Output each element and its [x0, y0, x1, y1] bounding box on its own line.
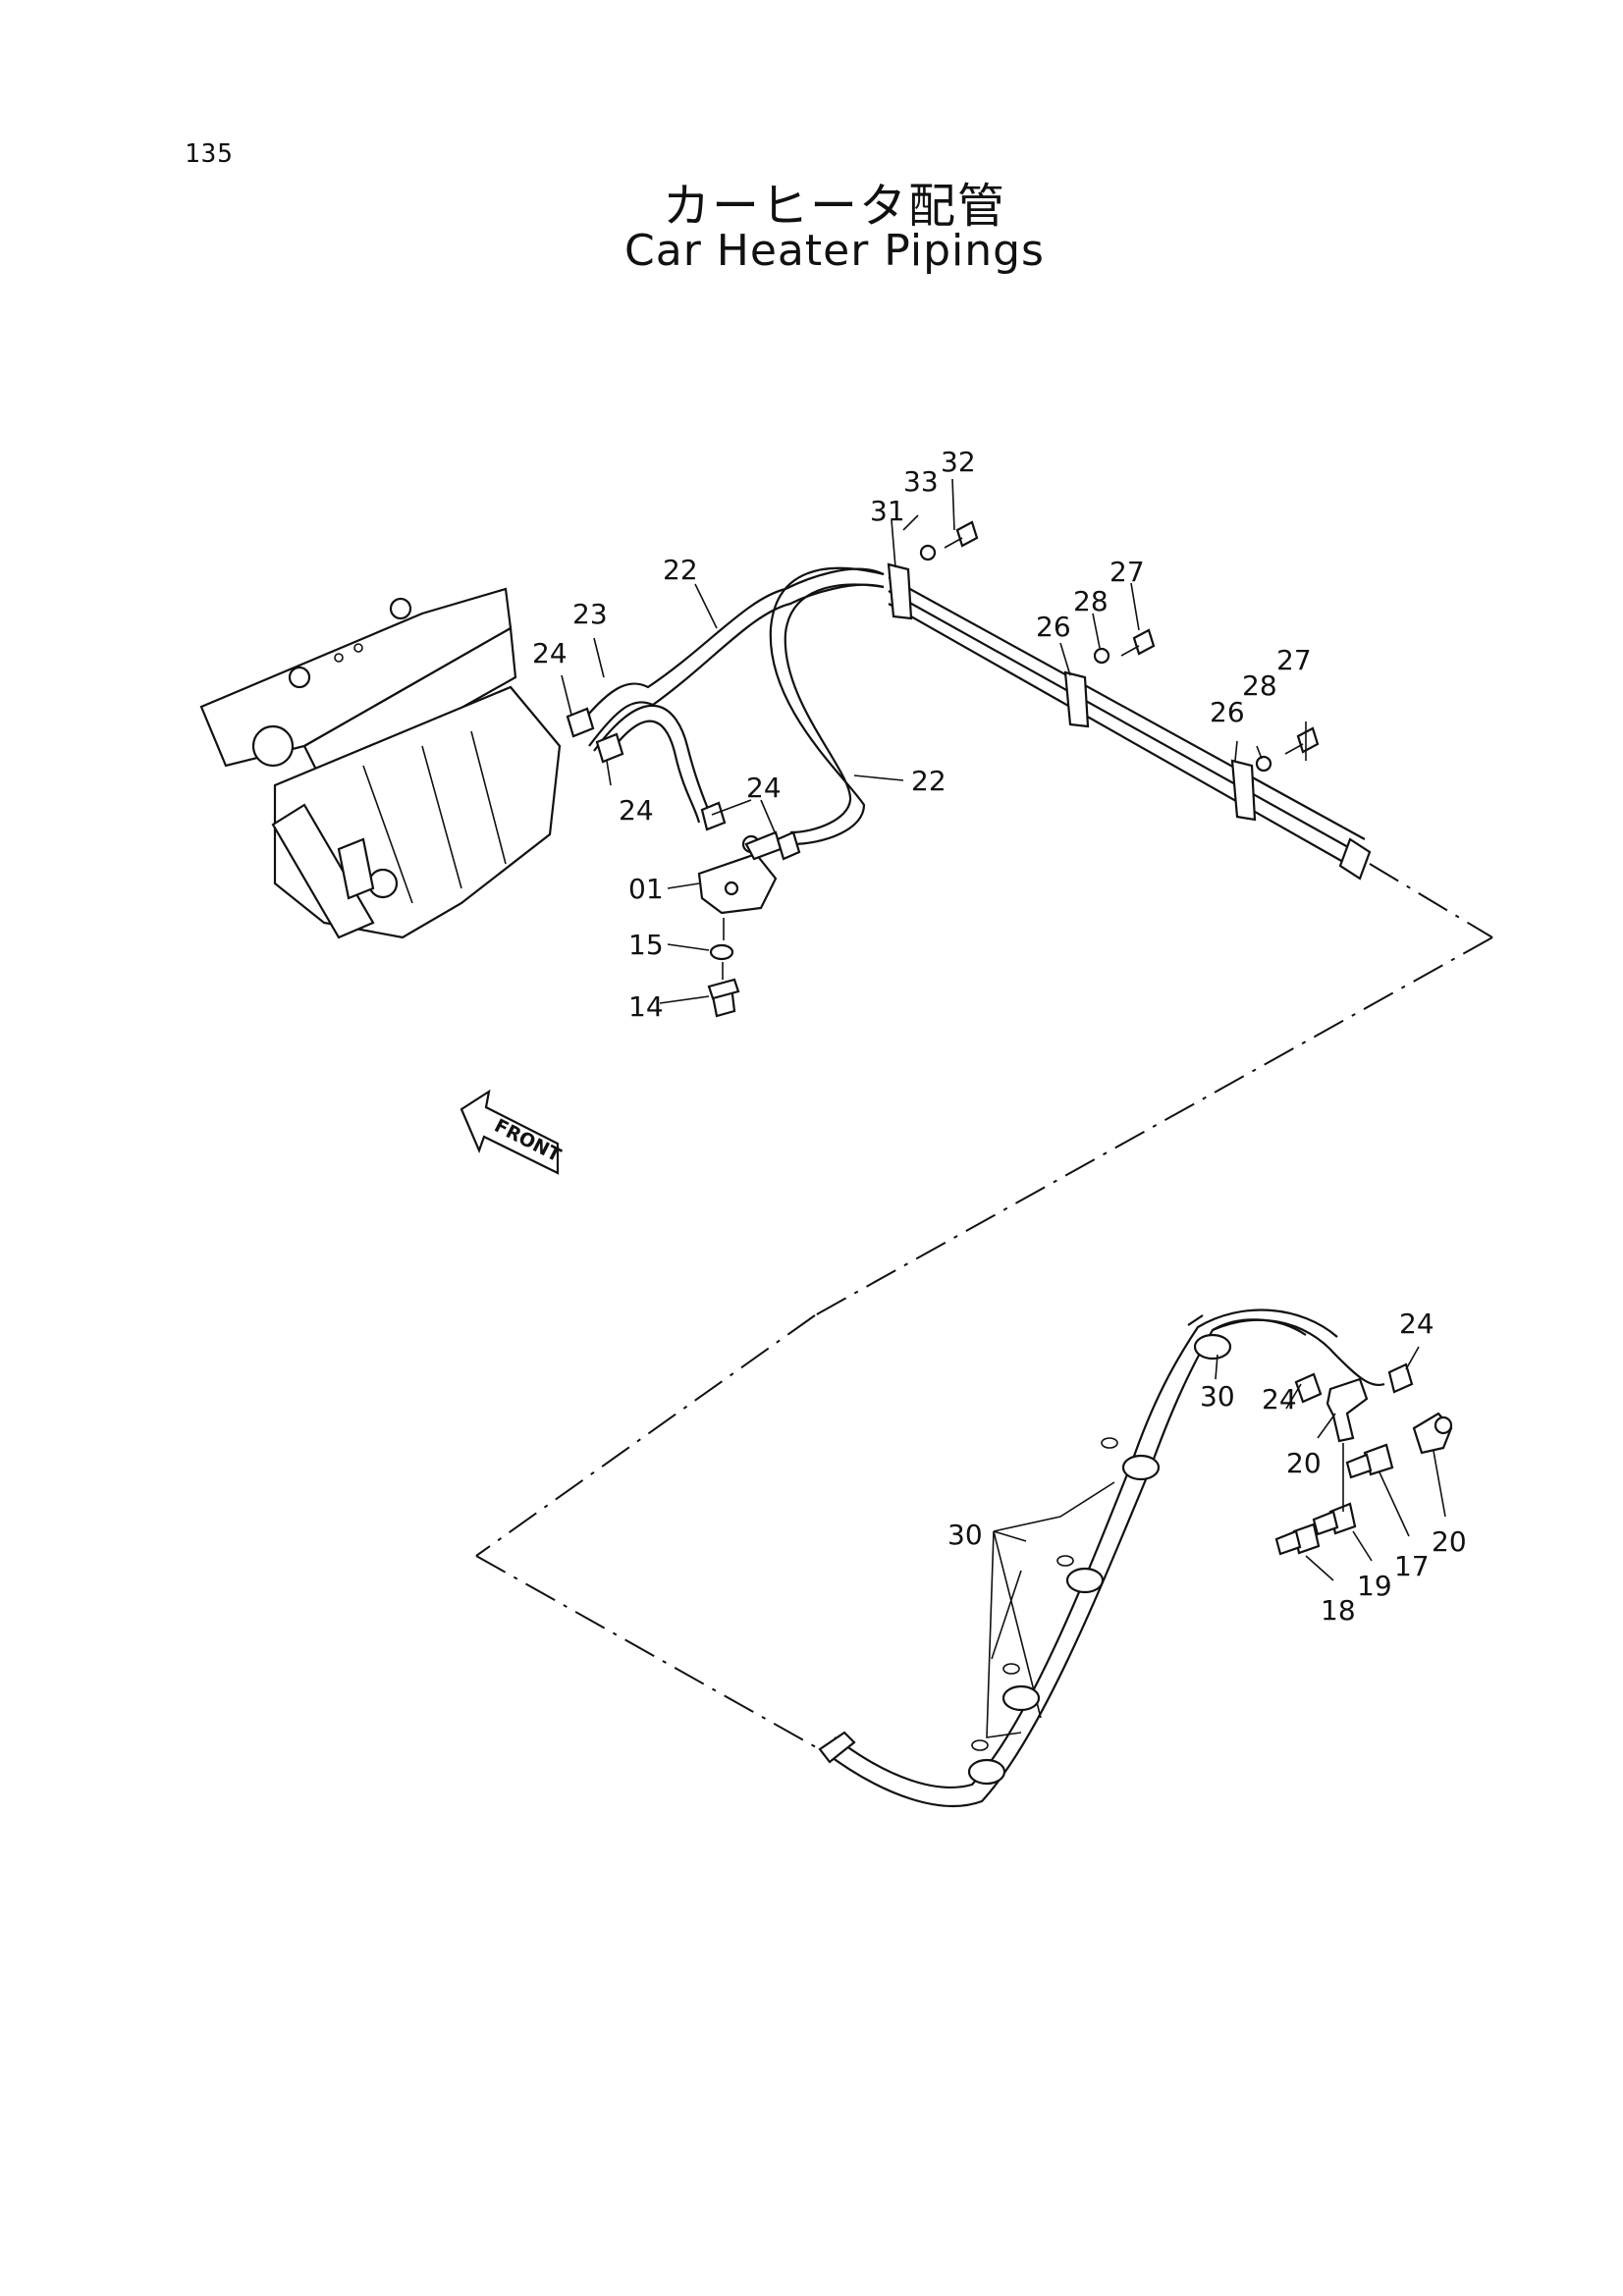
heater-unit — [199, 587, 562, 939]
callout-26-upper: 26 — [1036, 611, 1071, 643]
callout-28-lower: 28 — [1242, 669, 1277, 702]
callout-22-upper: 22 — [663, 554, 698, 586]
valve-assembly — [697, 830, 783, 1018]
lower-fittings — [1274, 1362, 1453, 1556]
callout-23: 23 — [572, 598, 608, 630]
callout-27-upper: 27 — [1109, 556, 1145, 588]
callout-15: 15 — [628, 929, 664, 961]
callout-20-right: 20 — [1432, 1525, 1467, 1558]
title-english: Car Heater Pipings — [624, 226, 1045, 276]
callout-32: 32 — [941, 446, 976, 478]
callout-14: 14 — [628, 990, 664, 1023]
callout-18: 18 — [1321, 1594, 1356, 1627]
callout-24-heater-left: 24 — [532, 637, 568, 669]
callout-26-lower: 26 — [1210, 696, 1245, 728]
callout-20-left: 20 — [1286, 1447, 1322, 1479]
upper-clamps — [887, 520, 1320, 822]
callout-30-lower: 30 — [947, 1519, 983, 1551]
callout-24-lower: 24 — [1262, 1383, 1297, 1415]
callout-27-lower: 27 — [1276, 644, 1312, 676]
callout-31: 31 — [870, 495, 905, 527]
routing-lines — [475, 863, 1493, 1753]
callout-33: 33 — [903, 465, 939, 498]
heater-hoses — [573, 566, 1372, 881]
callout-28-upper: 28 — [1073, 585, 1109, 617]
callout-19: 19 — [1357, 1570, 1392, 1602]
callout-22-right: 22 — [911, 765, 947, 797]
title-japanese: カーヒータ配管 — [662, 179, 1006, 234]
callout-17: 17 — [1394, 1550, 1430, 1582]
lower-clamps — [967, 1333, 1232, 1786]
hose-fittings-left — [566, 707, 801, 861]
callout-labels: 32 33 31 22 27 28 23 26 24 24 22 24 01 1… — [532, 446, 1467, 1627]
front-direction-arrow: FRONT — [460, 1089, 565, 1175]
callout-24-lower-right: 24 — [1399, 1308, 1434, 1340]
callout-30-upper: 30 — [1200, 1380, 1235, 1413]
callout-24-heater-lower: 24 — [619, 794, 654, 827]
leader-lines — [561, 478, 1446, 1581]
callout-24-valve: 24 — [746, 772, 782, 804]
page-number: 135 — [185, 139, 234, 169]
callout-01: 01 — [628, 873, 664, 905]
